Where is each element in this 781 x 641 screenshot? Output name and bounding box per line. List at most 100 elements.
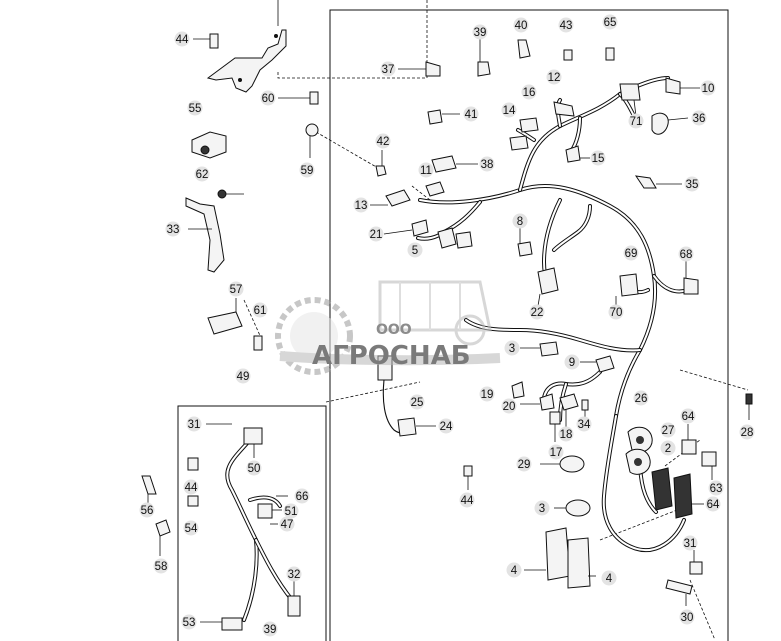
callout-bubble bbox=[739, 424, 755, 440]
callout-number: 61 bbox=[254, 305, 267, 317]
connectors bbox=[370, 38, 753, 606]
callout-number: 2 bbox=[665, 443, 671, 455]
callout-bubble bbox=[708, 480, 724, 496]
callout-number: 47 bbox=[281, 519, 294, 531]
nut-58 bbox=[155, 519, 171, 556]
watermark-logo bbox=[275, 280, 501, 375]
callout-bubble bbox=[682, 535, 698, 551]
watermark-company: АГРОСНАБ bbox=[312, 341, 471, 371]
callout-bubble bbox=[691, 110, 707, 126]
callout-number: 27 bbox=[662, 425, 675, 437]
callout-number: 8 bbox=[517, 216, 523, 228]
callout-number: 51 bbox=[285, 506, 298, 518]
callout-bubble bbox=[409, 394, 425, 410]
callout-bubble bbox=[608, 304, 624, 320]
clip-44-sub bbox=[187, 457, 199, 471]
callout-bubble bbox=[633, 390, 649, 406]
callout-number: 62 bbox=[196, 169, 209, 181]
grommet-59 bbox=[305, 123, 319, 158]
callout-number: 17 bbox=[550, 447, 563, 459]
callout-bubble bbox=[602, 14, 618, 30]
callout-bubble bbox=[283, 503, 299, 519]
callout-number: 68 bbox=[680, 249, 693, 261]
callout-bubble bbox=[501, 102, 517, 118]
callout-bubble bbox=[516, 456, 532, 472]
callout-number: 44 bbox=[185, 482, 198, 494]
callout-number: 57 bbox=[230, 284, 243, 296]
callout-bubble bbox=[183, 520, 199, 536]
callout-labels: 4455626059335761495658314454506651473253… bbox=[139, 14, 755, 637]
callout-number: 9 bbox=[569, 357, 575, 369]
callout-bubble bbox=[680, 408, 696, 424]
callout-bubble bbox=[438, 418, 454, 434]
callout-bubble bbox=[194, 166, 210, 182]
callout-number: 40 bbox=[515, 20, 528, 32]
callout-bubble bbox=[705, 496, 721, 512]
callout-bubble bbox=[521, 84, 537, 100]
callout-number: 11 bbox=[420, 165, 432, 177]
callout-bubble bbox=[418, 162, 434, 178]
callout-number: 12 bbox=[548, 72, 561, 84]
callout-bubble bbox=[459, 492, 475, 508]
callout-number: 32 bbox=[288, 569, 301, 581]
callout-number: 28 bbox=[741, 427, 754, 439]
callout-bubble bbox=[558, 17, 574, 33]
bolt-44-top bbox=[193, 33, 219, 49]
callout-bubble bbox=[187, 100, 203, 116]
callout-bubble bbox=[183, 479, 199, 495]
callout-number: 56 bbox=[141, 505, 154, 517]
callout-number: 21 bbox=[370, 229, 383, 241]
callout-bubble bbox=[407, 242, 423, 258]
callout-bubble bbox=[534, 500, 550, 516]
callout-bubble bbox=[628, 113, 644, 129]
main-harness bbox=[382, 76, 690, 552]
callout-number: 4 bbox=[511, 565, 518, 577]
callout-number: 19 bbox=[481, 389, 494, 401]
callout-number: 53 bbox=[183, 617, 196, 629]
callout-bubble bbox=[262, 621, 278, 637]
sub-assembly-frame bbox=[177, 405, 327, 641]
callout-number: 44 bbox=[176, 34, 189, 46]
callout-number: 4 bbox=[606, 573, 613, 585]
callout-number: 38 bbox=[481, 159, 494, 171]
callout-bubble bbox=[479, 386, 495, 402]
callout-number: 39 bbox=[264, 624, 277, 636]
callout-bubble bbox=[660, 422, 676, 438]
callout-bubble bbox=[260, 90, 276, 106]
bracket-55 bbox=[191, 131, 227, 159]
callout-number: 64 bbox=[707, 499, 720, 511]
callout-bubble bbox=[479, 156, 495, 172]
nut-62 bbox=[217, 189, 244, 199]
callout-number: 33 bbox=[167, 224, 180, 236]
callout-bubble bbox=[174, 31, 190, 47]
callout-bubble bbox=[558, 426, 574, 442]
callout-number: 30 bbox=[681, 612, 694, 624]
callout-number: 64 bbox=[682, 411, 695, 423]
callout-bubble bbox=[139, 502, 155, 518]
callout-number: 5 bbox=[412, 245, 418, 257]
callout-number: 69 bbox=[625, 248, 638, 260]
clip-54-sub bbox=[187, 495, 199, 507]
callout-bubble bbox=[700, 80, 716, 96]
callout-bubble bbox=[165, 221, 181, 237]
callout-number: 35 bbox=[686, 179, 699, 191]
callout-number: 14 bbox=[503, 105, 516, 117]
callout-number: 58 bbox=[155, 561, 168, 573]
callout-bubble bbox=[576, 416, 592, 432]
callout-number: 42 bbox=[377, 136, 390, 148]
callout-number: 15 bbox=[592, 153, 605, 165]
callout-bubble bbox=[294, 488, 310, 504]
callout-number: 39 bbox=[474, 27, 487, 39]
callout-bubble bbox=[504, 340, 520, 356]
pin-60 bbox=[278, 91, 319, 105]
callout-number: 20 bbox=[503, 401, 516, 413]
bolt-61 bbox=[253, 335, 263, 351]
sub-harness bbox=[200, 423, 301, 631]
callout-bubble bbox=[501, 398, 517, 414]
callout-bubble bbox=[375, 133, 391, 149]
callout-bubble bbox=[299, 162, 315, 178]
callout-number: 36 bbox=[693, 113, 706, 125]
callout-bubble bbox=[564, 354, 580, 370]
callout-bubble bbox=[472, 24, 488, 40]
